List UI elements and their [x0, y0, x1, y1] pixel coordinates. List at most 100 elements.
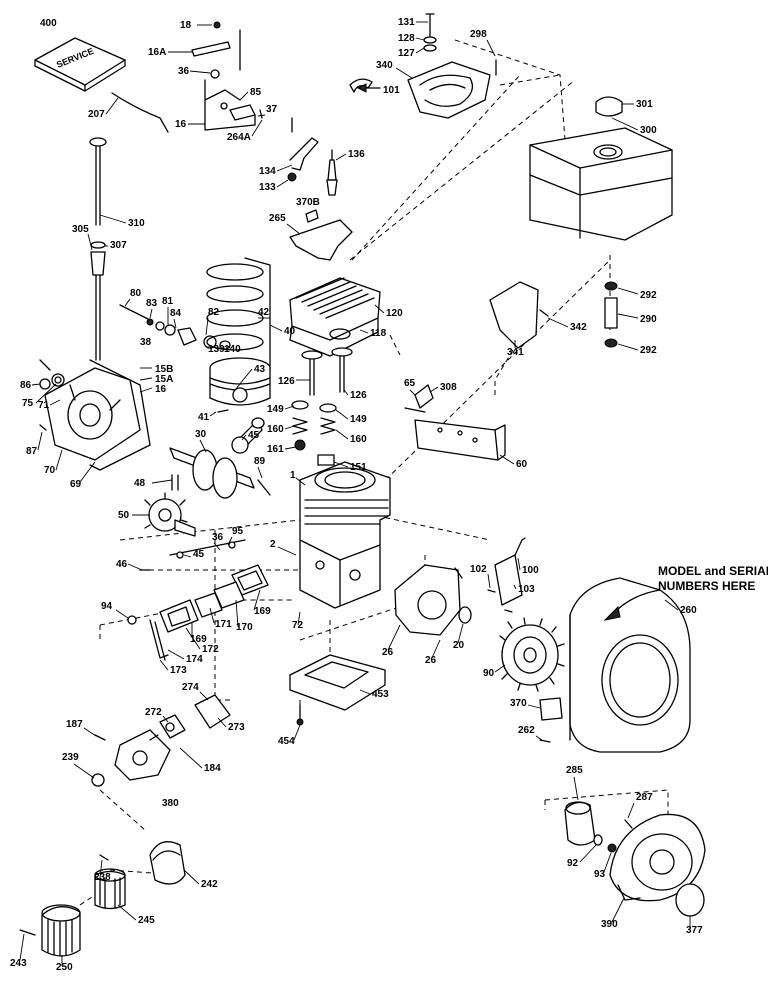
- part-label-272: 272: [145, 707, 162, 718]
- part-label-37: 37: [266, 104, 278, 115]
- leader-line-239: [73, 763, 95, 779]
- leader-line-292a: [617, 287, 639, 295]
- leader-line-133: [276, 179, 289, 188]
- leader-line-238: [99, 859, 103, 879]
- part-label-30: 30: [195, 429, 207, 440]
- part-label-285: 285: [566, 765, 583, 776]
- leader-line-172: [185, 627, 201, 650]
- leader-line-80: [124, 298, 131, 307]
- part-label-340: 340: [376, 60, 393, 71]
- leader-line-174: [167, 649, 185, 660]
- part-label-82: 82: [208, 307, 220, 318]
- leader-line-118: [359, 329, 369, 334]
- part-label-169b: 169: [190, 634, 207, 645]
- piston-assembly: [206, 257, 271, 413]
- control-brackets: [404, 281, 549, 461]
- leader-line-290: [617, 313, 639, 319]
- part-label-133: 133: [259, 182, 276, 193]
- part-label-42: 42: [258, 307, 270, 318]
- part-label-238: 238: [94, 872, 111, 883]
- part-label-380: 380: [162, 798, 179, 809]
- fuel-line: [604, 281, 618, 348]
- leader-line-161: [284, 446, 297, 450]
- leader-line-454: [293, 724, 301, 741]
- part-label-173: 173: [170, 665, 187, 676]
- part-label-45b: 45: [193, 549, 205, 560]
- arrow-101: [356, 83, 381, 93]
- part-label-26a: 26: [382, 647, 394, 658]
- leader-line-83: [149, 308, 153, 319]
- leader-line-308: [429, 386, 439, 393]
- part-label-239: 239: [62, 752, 79, 763]
- crankshaft: [169, 417, 271, 499]
- leader-line-82: [205, 317, 209, 336]
- part-label-171: 171: [215, 619, 232, 630]
- part-label-120: 120: [386, 308, 403, 319]
- model-serial-note: MODEL and SERIAL NUMBERS HERE: [603, 564, 768, 621]
- leader-line-243: [19, 933, 25, 961]
- part-label-170: 170: [236, 622, 253, 633]
- part-label-301: 301: [636, 99, 653, 110]
- service-manual: SERVICE: [34, 37, 126, 92]
- part-label-65: 65: [404, 378, 416, 389]
- part-label-377: 377: [686, 925, 703, 936]
- leader-line-60: [499, 454, 515, 465]
- part-label-95: 95: [232, 526, 244, 537]
- part-label-453: 453: [372, 689, 389, 700]
- leader-line-43: [234, 368, 253, 391]
- part-label-300: 300: [640, 125, 657, 136]
- part-label-45a: 45: [248, 430, 260, 441]
- part-label-287: 287: [636, 792, 653, 803]
- leader-line-285: [573, 776, 579, 801]
- part-label-102: 102: [470, 564, 487, 575]
- fuel-tank: [529, 96, 673, 241]
- part-label-101: 101: [383, 85, 400, 96]
- leader-line-69: [79, 461, 96, 483]
- part-label-136: 136: [348, 149, 365, 160]
- leader-line-149a: [284, 405, 295, 410]
- part-label-274: 274: [182, 682, 199, 693]
- part-label-262: 262: [518, 725, 535, 736]
- leader-line-36a: [189, 70, 211, 74]
- leader-line-140: [227, 345, 231, 349]
- part-label-160b: 160: [350, 434, 367, 445]
- note-line-2: NUMBERS HERE: [658, 579, 755, 593]
- leader-line-370: [527, 704, 541, 709]
- leader-line-264A: [251, 119, 263, 137]
- leader-line-37: [257, 114, 266, 117]
- cylinder-head: [289, 277, 381, 357]
- dipstick-tube: [89, 137, 107, 361]
- leader-line-89: [257, 466, 263, 479]
- part-label-342: 342: [570, 322, 587, 333]
- leader-line-340: [395, 67, 413, 79]
- part-label-87: 87: [26, 446, 38, 457]
- leader-line-92: [579, 844, 597, 863]
- leader-line-134: [276, 164, 293, 172]
- crankcase-cover: [39, 359, 151, 471]
- recoil-starter: [564, 801, 706, 917]
- part-label-310: 310: [128, 218, 145, 229]
- blower-housing: [539, 577, 691, 753]
- leader-line-93: [603, 852, 612, 873]
- part-label-128: 128: [398, 33, 415, 44]
- part-label-43: 43: [254, 364, 266, 375]
- camshaft: [144, 474, 196, 537]
- leader-line-71: [49, 399, 61, 406]
- part-label-149a: 149: [267, 404, 284, 415]
- part-label-341: 341: [507, 347, 524, 358]
- part-label-2: 2: [270, 539, 276, 550]
- leader-line-136: [335, 153, 347, 161]
- cylinder-head-shield: [289, 209, 353, 261]
- part-label-36b: 36: [212, 532, 224, 543]
- leader-line-87: [37, 431, 43, 451]
- leader-line-41: [209, 411, 217, 417]
- part-label-71: 71: [38, 400, 50, 411]
- leader-line-40: [269, 324, 283, 332]
- part-label-1: 1: [290, 470, 296, 481]
- leader-line-30: [199, 439, 207, 453]
- leader-line-310: [99, 214, 127, 224]
- part-label-250: 250: [56, 962, 73, 973]
- leader-line-70: [55, 449, 63, 471]
- leader-line-127: [415, 47, 425, 54]
